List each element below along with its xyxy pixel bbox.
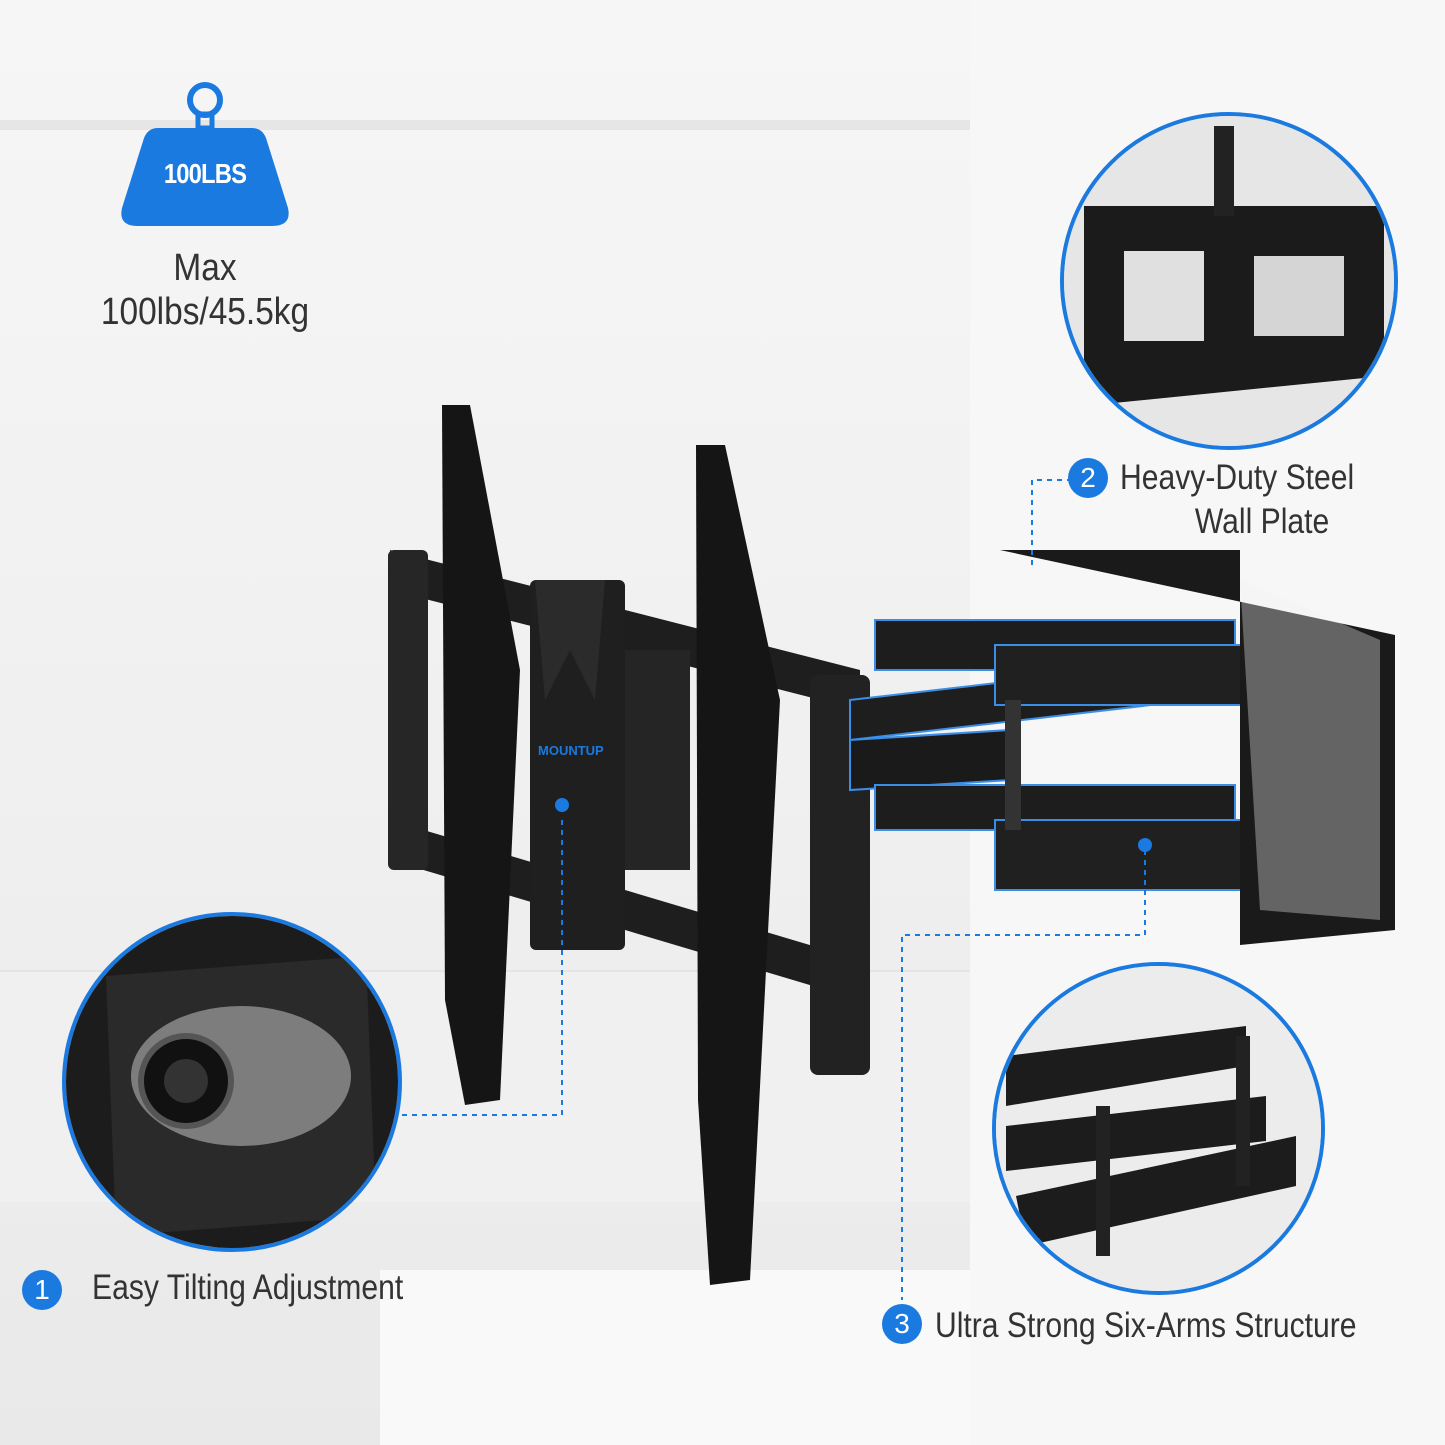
max-label: Max — [173, 247, 237, 289]
callout-line-3 — [901, 850, 1146, 1300]
feature-2-number: 2 — [1068, 458, 1108, 498]
brand-logo: MOUNTUP — [538, 743, 604, 758]
callout-line-1 — [395, 820, 563, 1116]
feature-1-title: Easy Tilting Adjustment — [92, 1268, 404, 1307]
wall-plate-detail-image — [1060, 112, 1398, 450]
capacity-value: 100lbs/45.5kg — [100, 291, 310, 333]
six-arms-detail-image — [992, 962, 1325, 1295]
feature-2-title: Heavy-Duty Steel Wall Plate — [1120, 456, 1354, 544]
weight-icon — [121, 82, 289, 226]
feature-2-title-line2: Wall Plate — [1194, 502, 1330, 541]
wall-trim — [0, 120, 970, 130]
max-capacity-text: Max 100lbs/45.5kg — [77, 246, 332, 334]
feature-1-number: 1 — [22, 1270, 62, 1310]
rug-background — [380, 1270, 980, 1445]
feature-2-title-line1: Heavy-Duty Steel — [1120, 458, 1355, 497]
feature-3-title: Ultra Strong Six-Arms Structure — [935, 1306, 1357, 1345]
tilt-adjustment-detail-image — [62, 912, 402, 1252]
tv-mount-illustration: MOUNTUP — [388, 405, 1395, 1300]
callout-line-2 — [1031, 479, 1070, 565]
weight-badge-text: 100LBS — [163, 158, 247, 189]
feature-3-number: 3 — [882, 1304, 922, 1344]
